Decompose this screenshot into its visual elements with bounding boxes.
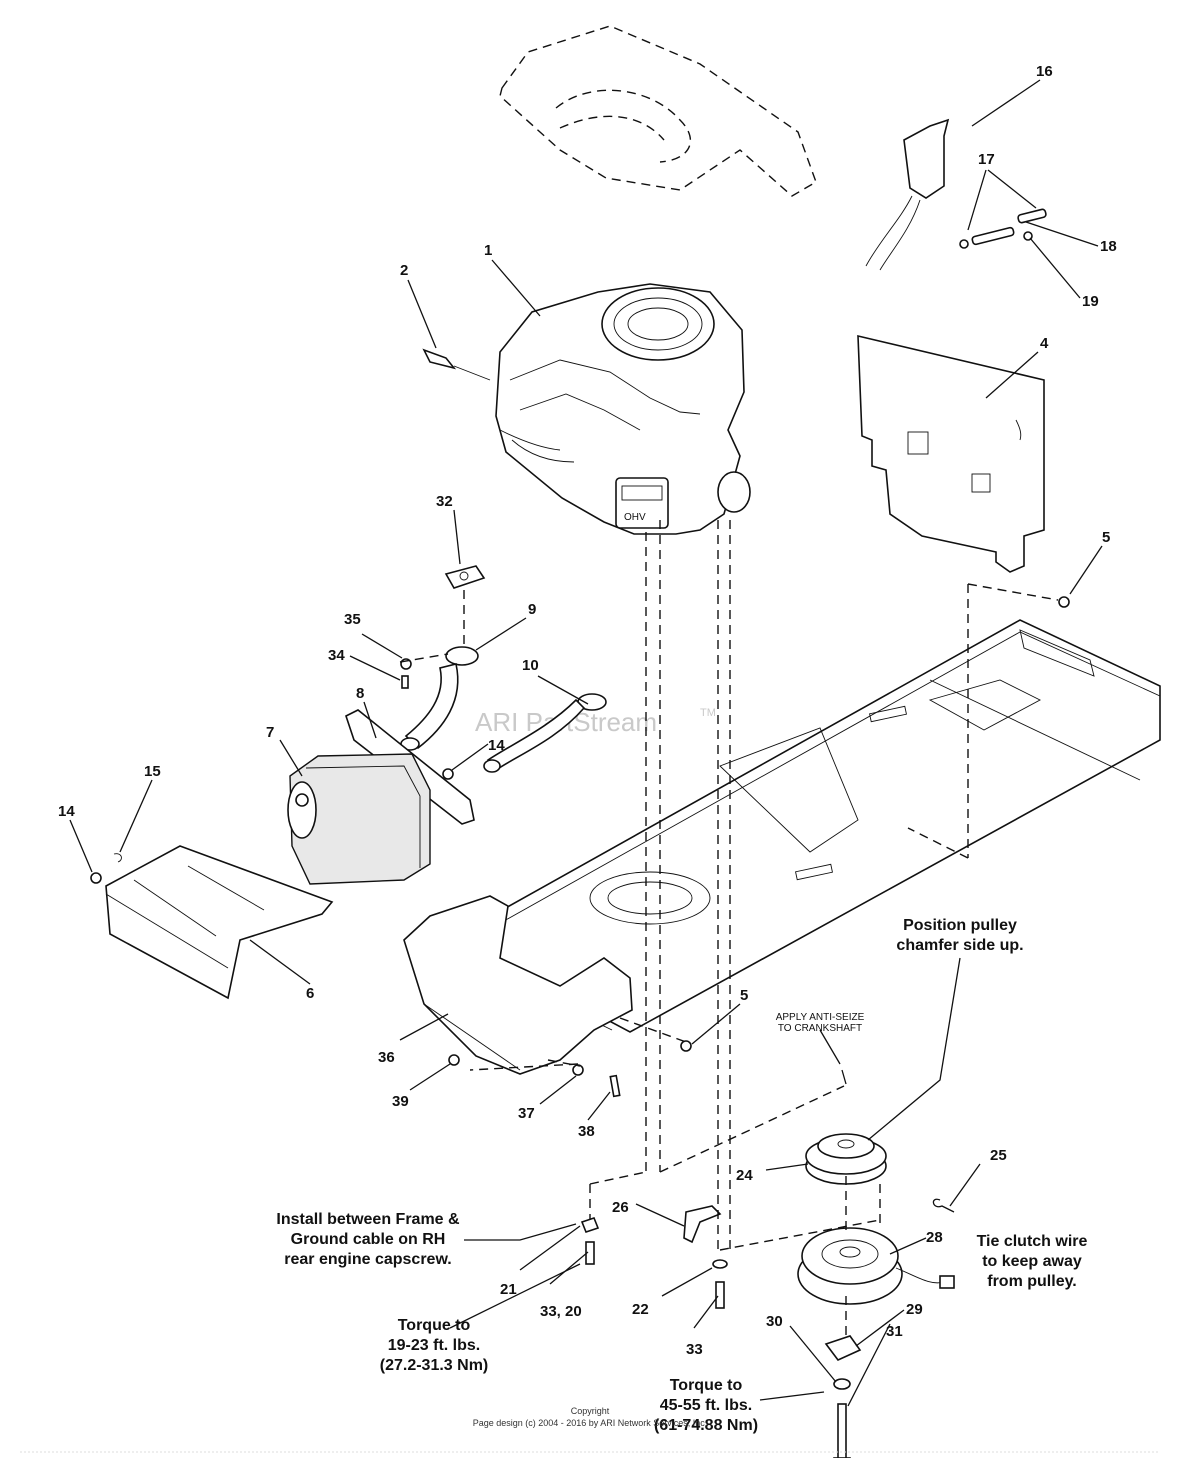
assembly-lines — [399, 520, 1059, 1340]
svg-text:Torque to: Torque to — [398, 1317, 471, 1334]
clip-15-part — [113, 853, 122, 863]
svg-text:45-55 ft. lbs.: 45-55 ft. lbs. — [660, 1397, 752, 1414]
nut-21-part — [580, 1217, 600, 1233]
washer-30-part — [833, 1378, 851, 1390]
bracket-36-part — [403, 895, 633, 1075]
callout-5b: 5 — [740, 987, 748, 1004]
callout-17: 17 — [978, 151, 995, 168]
callout-5a: 5 — [1102, 529, 1110, 546]
callout-2: 2 — [400, 262, 408, 279]
footer-page-design: Page design (c) 2004 - 2016 by ARI Netwo… — [473, 1418, 708, 1428]
svg-text:from pulley.: from pulley. — [987, 1273, 1077, 1290]
panel-4-part — [857, 334, 1045, 573]
svg-text:to keep away: to keep away — [982, 1253, 1082, 1270]
callout-7: 7 — [266, 724, 274, 741]
watermark-tm: TM — [700, 707, 716, 719]
callout-29: 29 — [906, 1301, 923, 1318]
callout-14b: 14 — [488, 737, 505, 754]
callout-4: 4 — [1040, 335, 1049, 352]
wire-tie-25-part — [932, 1198, 955, 1213]
callout-8: 8 — [356, 685, 364, 702]
callout-38: 38 — [578, 1123, 595, 1140]
shield-6-part — [105, 845, 334, 1000]
callout-26: 26 — [612, 1199, 629, 1216]
callout-39: 39 — [392, 1093, 409, 1110]
bolt-33-part — [715, 1281, 725, 1309]
svg-text:Ground cable on RH: Ground cable on RH — [291, 1231, 446, 1248]
svg-text:Position pulley: Position pulley — [903, 917, 1017, 934]
screw-5b-part — [680, 1040, 692, 1052]
callout-9: 9 — [528, 601, 536, 618]
note-install: Install between Frame & Ground cable on … — [276, 1211, 460, 1268]
callout-31: 31 — [886, 1323, 903, 1340]
bolt-31-part — [833, 1403, 851, 1458]
note-torque-1: Torque to 19-23 ft. lbs. (27.2-31.3 Nm) — [380, 1317, 489, 1374]
callout-25: 25 — [990, 1147, 1007, 1164]
svg-text:APPLY ANTI-SEIZE: APPLY ANTI-SEIZE — [776, 1012, 865, 1023]
leader-lines — [69, 79, 1103, 1407]
callout-24: 24 — [736, 1167, 753, 1184]
washer-29-part — [824, 1335, 862, 1361]
bolt-38-part — [609, 1074, 621, 1098]
callout-15: 15 — [144, 763, 161, 780]
svg-text:TO CRANKSHAFT: TO CRANKSHAFT — [778, 1023, 862, 1034]
callout-10: 10 — [522, 657, 539, 674]
screw-34-part — [401, 675, 409, 689]
screw-14b-part — [90, 872, 102, 884]
frame-part — [469, 619, 1161, 1033]
washer-22-part — [712, 1259, 728, 1269]
callout-22: 22 — [632, 1301, 649, 1318]
svg-text:Torque to: Torque to — [670, 1377, 743, 1394]
callout-28: 28 — [926, 1229, 943, 1246]
callout-1: 1 — [484, 242, 492, 259]
svg-text:(27.2-31.3 Nm): (27.2-31.3 Nm) — [380, 1357, 489, 1374]
note-tie-wire: Tie clutch wire to keep away from pulley… — [977, 1233, 1088, 1290]
note-pulley: Position pulley chamfer side up. — [896, 917, 1023, 954]
cable-26-part — [683, 1205, 722, 1244]
callout-35: 35 — [344, 611, 361, 628]
footer-copyright: Copyright — [571, 1406, 610, 1416]
svg-text:Install between Frame &: Install between Frame & — [276, 1211, 460, 1228]
screw-5a-part — [1058, 596, 1070, 608]
callout-21: 21 — [500, 1281, 517, 1298]
part-2-fitting — [422, 348, 491, 381]
note-antiseize: APPLY ANTI-SEIZE TO CRANKSHAFT — [776, 1012, 865, 1034]
note-torque-2: Torque to 45-55 ft. lbs. (61-74.88 Nm) — [654, 1377, 758, 1434]
callout-33: 33 — [686, 1341, 703, 1358]
muffler-7-part — [287, 753, 431, 885]
callout-33-20: 33, 20 — [540, 1303, 582, 1320]
svg-text:(61-74.88 Nm): (61-74.88 Nm) — [654, 1417, 758, 1434]
washer-37-part — [572, 1064, 584, 1076]
callout-36: 36 — [378, 1049, 395, 1066]
throttle-control-part — [865, 118, 1047, 271]
svg-text:rear engine capscrew.: rear engine capscrew. — [284, 1251, 452, 1268]
callout-37: 37 — [518, 1105, 535, 1122]
gasket-32-part — [444, 565, 486, 589]
callout-32: 32 — [436, 493, 453, 510]
svg-text:Tie clutch wire: Tie clutch wire — [977, 1233, 1088, 1250]
crankshaft-part — [841, 1069, 847, 1085]
callout-30: 30 — [766, 1313, 783, 1330]
callout-14a: 14 — [58, 803, 75, 820]
svg-text:chamfer side up.: chamfer side up. — [896, 937, 1023, 954]
callout-16: 16 — [1036, 63, 1053, 80]
callout-34: 34 — [328, 647, 345, 664]
exhaust-pipe-10-part — [483, 693, 607, 773]
pulley-24-part — [805, 1133, 887, 1185]
engine-part: OHV — [495, 283, 751, 535]
top-shroud-part — [499, 25, 817, 197]
svg-text:19-23 ft. lbs.: 19-23 ft. lbs. — [388, 1337, 480, 1354]
callout-6: 6 — [306, 985, 314, 1002]
clutch-28-part — [797, 1227, 955, 1305]
callout-18: 18 — [1100, 238, 1117, 255]
exhaust-pipe-9-part — [400, 646, 479, 751]
svg-text:OHV: OHV — [624, 512, 646, 523]
nut-39-part — [448, 1054, 460, 1066]
callout-19: 19 — [1082, 293, 1099, 310]
screw-14-part — [442, 768, 454, 780]
